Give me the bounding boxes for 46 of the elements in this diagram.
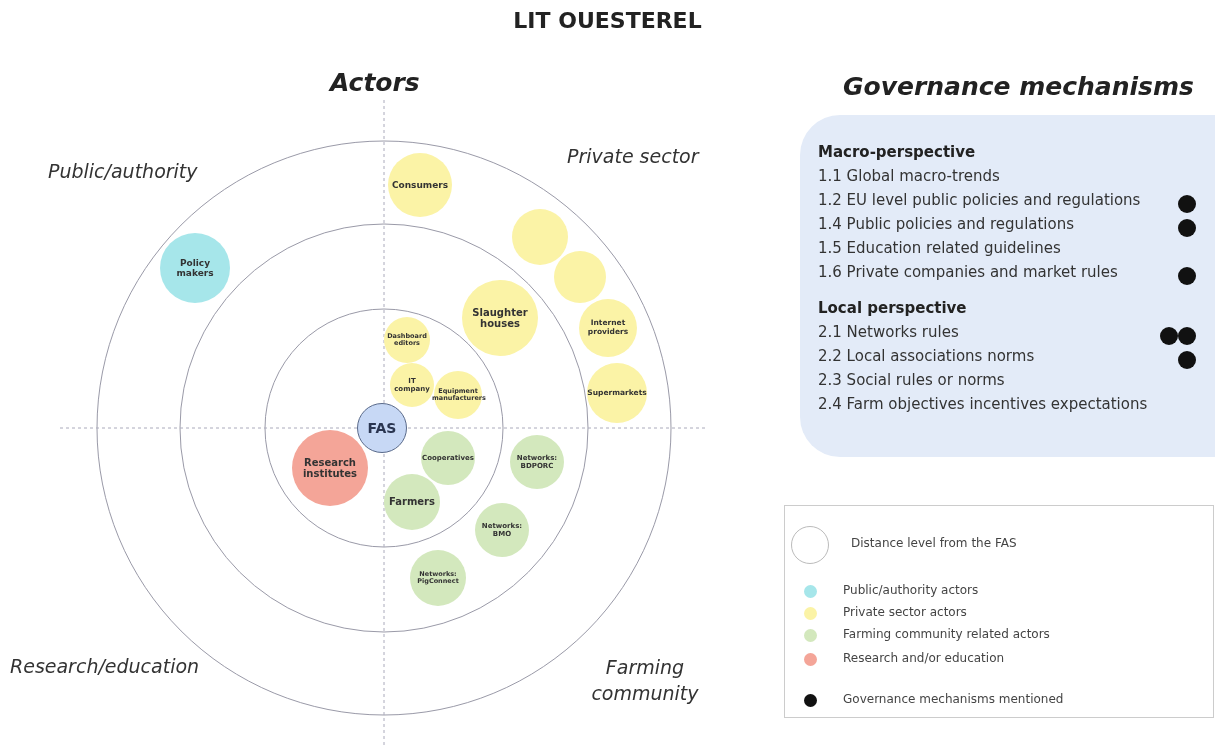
governance-item: 1.6 Private companies and market rules [818,263,1118,281]
actor-circle [292,430,368,506]
center-circle [357,403,407,453]
section-subheading: Macro-perspective [818,143,976,161]
actor-name: Research institutes [301,456,359,480]
governance-item: 2.1 Networks rules [818,323,959,341]
actor-circle [390,363,434,407]
legend-label: Farming community related actors [843,627,1050,641]
quadrant-label: Public/authority [48,160,198,182]
actor-circle [410,550,466,606]
actor-circle [579,299,637,357]
governance-item: 2.2 Local associations norms [818,347,1035,365]
actor-name: Consumers [391,179,449,191]
legend-label: Research and/or education [843,651,1005,665]
governance-item: 1.2 EU level public policies and regulations [818,191,1141,209]
actor-name: Farmers [389,496,435,508]
title: LIT OUESTEREL [512,8,703,33]
actor-circle [554,251,606,303]
governance-item: 2.4 Farm objectives incentives expectations [818,395,1148,413]
governance-item: 1.5 Education related guidelines [818,239,1061,257]
legend-label: Private sector actors [843,605,967,619]
quadrant-label: Research/education [10,655,200,677]
section-subheading: Local perspective [818,299,967,317]
actor-circle [510,435,564,489]
legend-label: Public/authority actors [843,583,979,597]
legend-label: Governance mechanisms mentioned [843,692,1064,706]
governance-panel [800,115,1215,457]
governance-item: 2.3 Social rules or norms [818,371,1005,389]
actor-circle [160,233,230,303]
actor-circle [384,474,440,530]
actor-circle [512,209,568,265]
quadrant-label: Farming community [590,655,700,706]
quadrant-label: Private sector [567,145,699,167]
governance-item: 1.4 Public policies and regulations [818,215,1075,233]
actor-circle [384,317,430,363]
actor-circle [587,363,647,423]
governance-item: 1.1 Global macro-trends [818,167,1000,185]
actor-name: FAS [367,419,397,437]
section-heading: Governance mechanisms [843,72,1194,101]
actor-name: Slaughter houses [471,306,529,330]
legend-label: Distance level from the FAS [851,536,1017,550]
section-heading: Actors [330,68,420,97]
actor-circle [462,280,538,356]
actor-circle [421,431,475,485]
actor-circle [475,503,529,557]
actor-name: Policy makers [175,257,215,279]
